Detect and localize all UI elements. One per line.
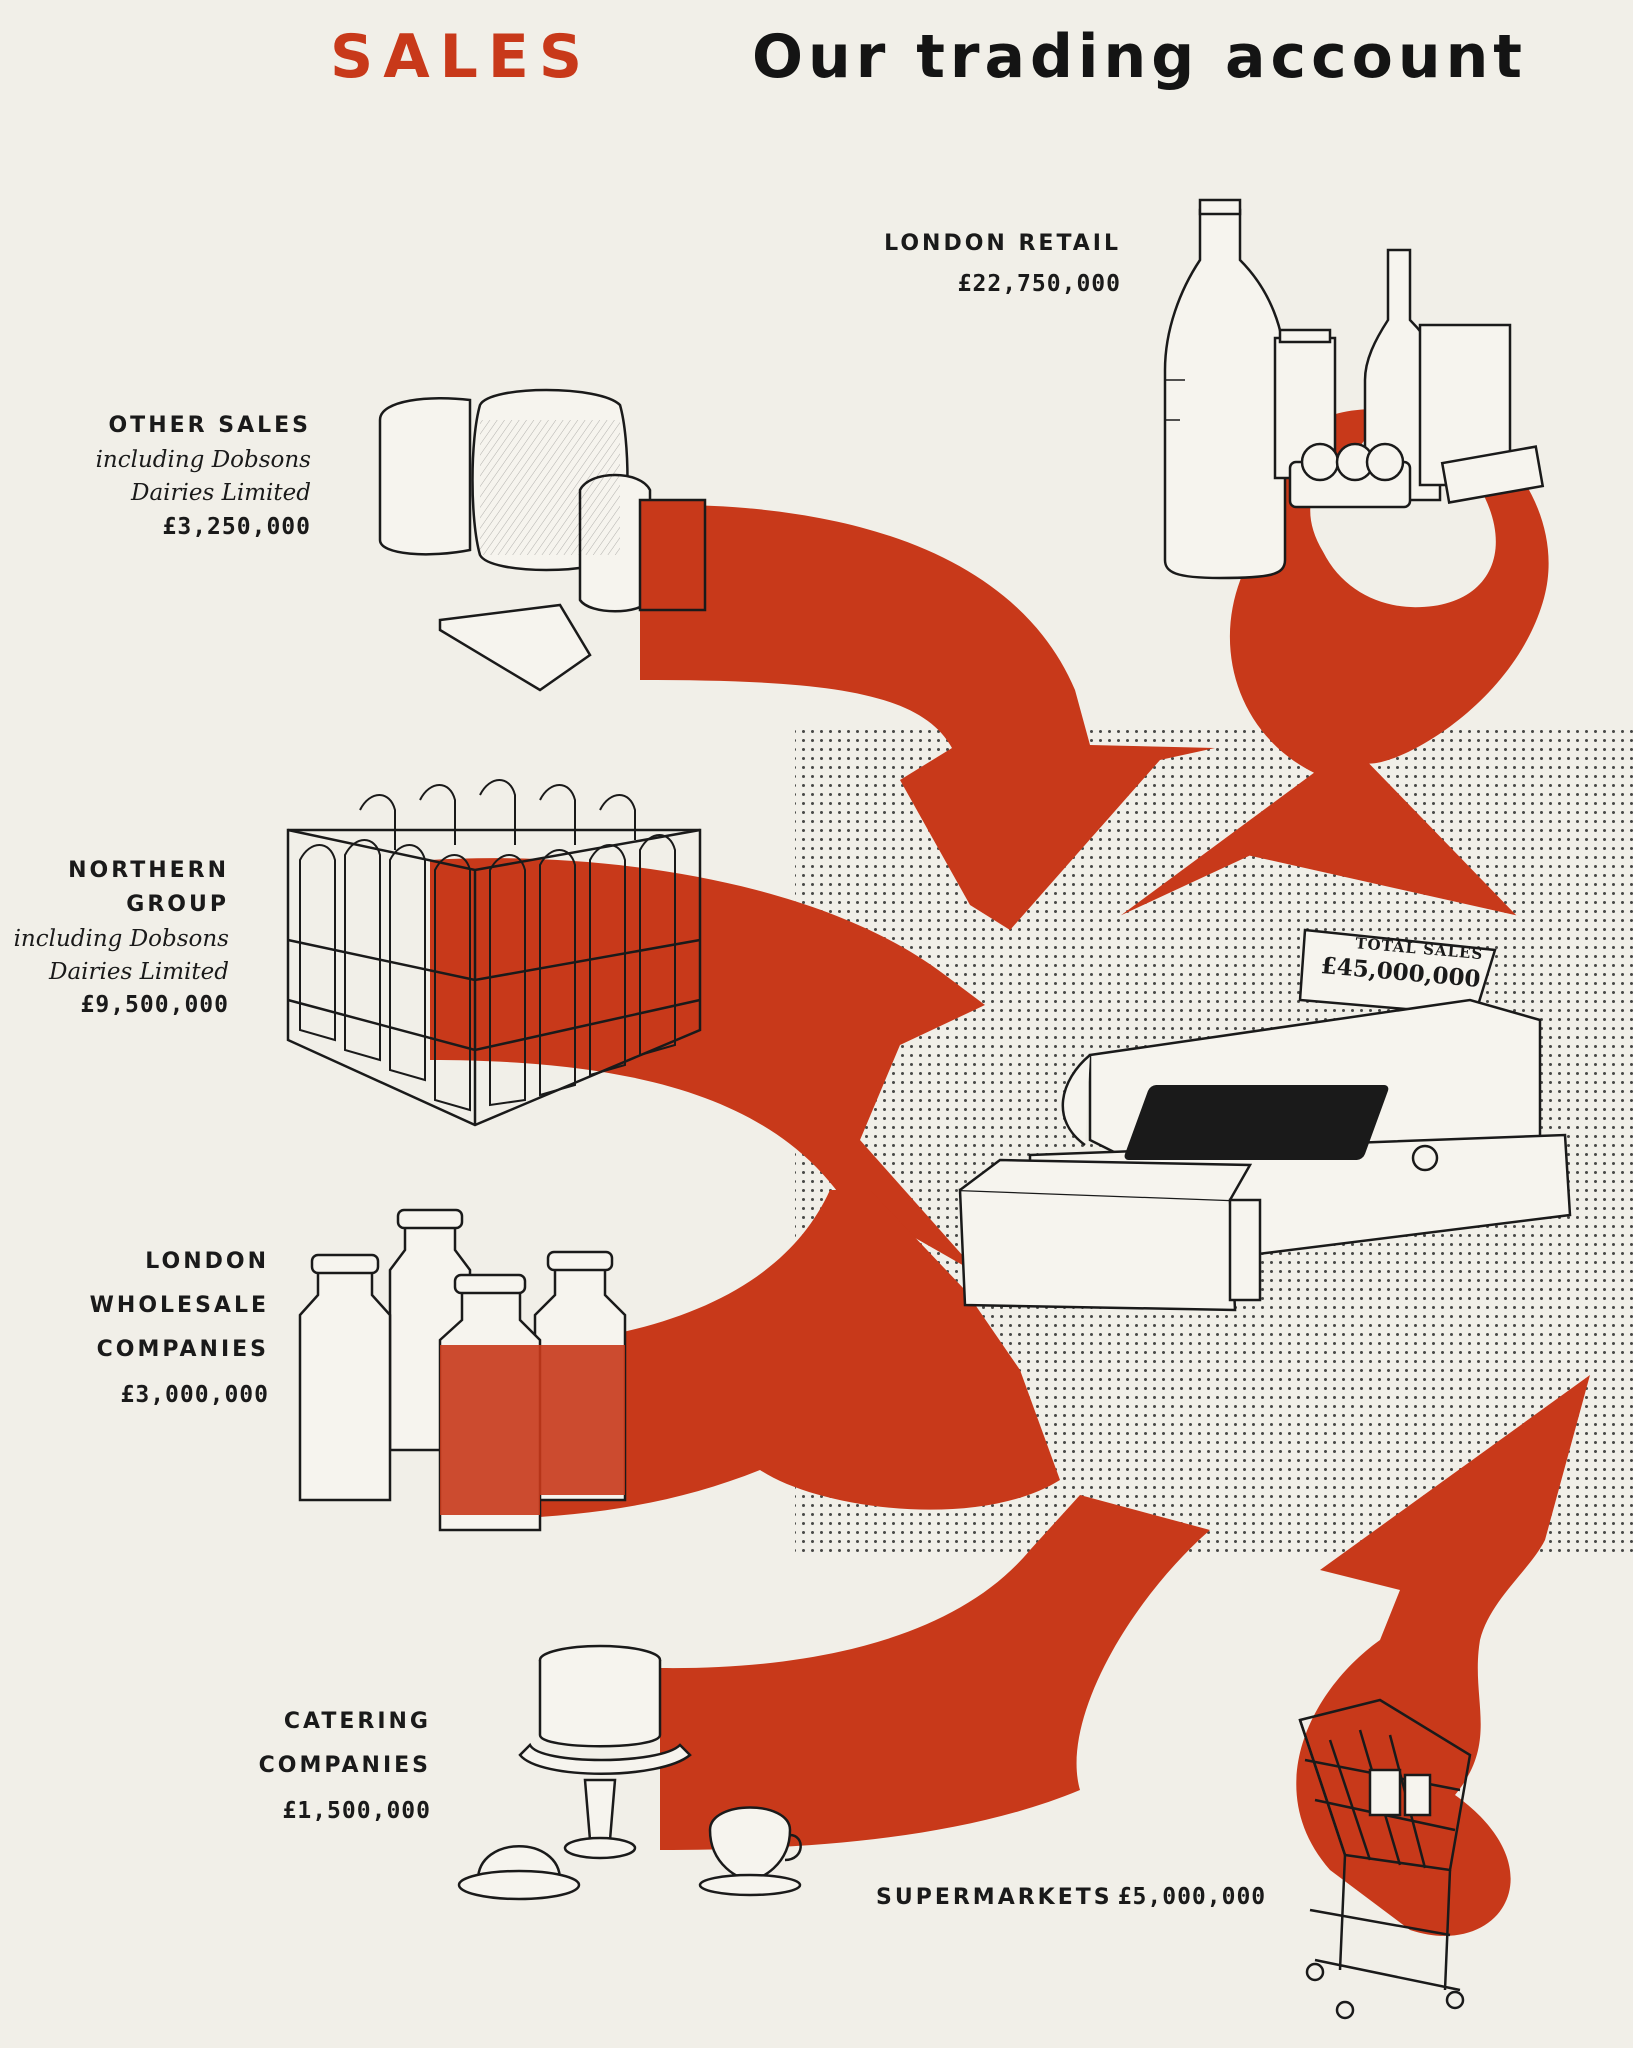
- section-heading: SALES: [330, 22, 593, 92]
- channel-amount: £22,750,000: [957, 270, 1121, 297]
- channel-amount: £1,500,000: [282, 1798, 431, 1824]
- register-keys: [1124, 1085, 1389, 1160]
- label-other-sales: OTHER SALES including Dobsons Dairies Li…: [96, 410, 311, 544]
- bottles-and-groceries-icon: [1163, 198, 1545, 580]
- channel-note: including Dobsons: [95, 446, 311, 473]
- cheese-icon: [378, 388, 707, 692]
- channel-name: WHOLESALE: [89, 1293, 269, 1318]
- cake-and-teacup-icon: [457, 1644, 802, 1901]
- channel-amount: £3,000,000: [120, 1382, 269, 1408]
- channel-amount: £9,500,000: [80, 992, 229, 1019]
- channel-amount: £3,250,000: [162, 513, 311, 540]
- label-london-retail: LONDON RETAIL £22,750,000: [884, 228, 1121, 301]
- milk-churns-icon: [298, 1208, 627, 1532]
- channel-name: LONDON RETAIL: [884, 231, 1121, 256]
- channel-name: NORTHERN: [68, 858, 229, 883]
- label-northern-group: NORTHERN GROUP including Dobsons Dairies…: [14, 855, 229, 1023]
- cash-register-icon: [958, 928, 1572, 1312]
- channel-name: GROUP: [126, 891, 229, 917]
- label-london-wholesale: LONDON WHOLESALE COMPANIES £3,000,000: [90, 1240, 269, 1418]
- arrow-london-retail: [1120, 402, 1549, 916]
- channel-name: OTHER SALES: [108, 413, 311, 438]
- arrow-catering: [660, 1495, 1210, 1850]
- channel-name: COMPANIES: [96, 1337, 269, 1362]
- channel-name: SUPERMARKETS: [876, 1885, 1113, 1910]
- channel-name: LONDON: [145, 1249, 269, 1274]
- label-catering: CATERING COMPANIES £1,500,000: [259, 1700, 431, 1834]
- shopping-trolley-icon: [1298, 1698, 1472, 2020]
- channel-amount: £5,000,000: [1117, 1884, 1267, 1910]
- channel-name: CATERING: [283, 1709, 431, 1734]
- page-title: Our trading account: [752, 22, 1527, 92]
- channel-note: including Dobsons: [13, 925, 229, 952]
- arrow-other-sales: [640, 504, 1215, 930]
- channel-name: COMPANIES: [258, 1753, 431, 1778]
- milk-crate-icon: [286, 779, 702, 1127]
- channel-note: Dairies Limited: [131, 480, 311, 507]
- channel-note: Dairies Limited: [49, 959, 229, 986]
- label-supermarkets: SUPERMARKETS £5,000,000: [876, 1884, 1266, 1910]
